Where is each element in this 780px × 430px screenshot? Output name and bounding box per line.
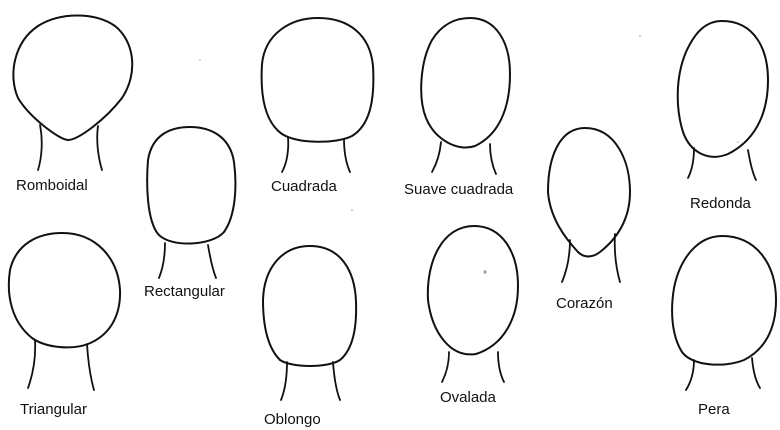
speck-dot <box>639 35 641 37</box>
speck-dot <box>483 270 487 274</box>
neck-left-oblongo <box>280 361 288 401</box>
head-outline-oblongo <box>262 245 358 367</box>
neck-right-suave-cuadrada <box>489 143 497 175</box>
label-romboidal: Romboidal <box>16 177 88 194</box>
neck-left-redonda <box>687 147 695 179</box>
label-pera: Pera <box>698 401 730 418</box>
neck-left-rectangular <box>158 242 166 279</box>
head-outline-rectangular <box>146 126 237 245</box>
head-outline-romboidal <box>12 14 134 141</box>
head-outline-cuadrada <box>260 17 375 143</box>
face-cuadrada <box>260 17 375 173</box>
face-triangular <box>7 232 122 391</box>
label-cuadrada: Cuadrada <box>271 178 337 195</box>
neck-left-romboidal <box>37 124 43 171</box>
neck-right-ovalada <box>497 351 505 383</box>
head-outline-corazon <box>547 127 631 258</box>
neck-left-suave-cuadrada <box>431 141 442 173</box>
face-corazon <box>547 127 631 283</box>
face-romboidal <box>12 14 134 171</box>
head-outline-pera <box>671 235 777 366</box>
label-suave-cuadrada: Suave cuadrada <box>404 181 514 198</box>
scan-specks <box>199 35 739 274</box>
neck-right-rectangular <box>207 244 217 279</box>
neck-right-pera <box>751 357 761 389</box>
neck-right-cuadrada <box>343 138 351 173</box>
face-suave-cuadrada <box>420 17 511 175</box>
neck-right-corazon <box>613 233 621 283</box>
neck-left-cuadrada <box>281 136 290 173</box>
label-rectangular: Rectangular <box>144 283 225 300</box>
face-redonda <box>676 20 769 181</box>
neck-left-ovalada <box>441 351 450 383</box>
head-outline-triangular <box>7 232 122 349</box>
neck-right-triangular <box>86 343 95 391</box>
face-pera <box>671 235 777 391</box>
face-oblongo <box>262 245 358 401</box>
neck-right-oblongo <box>332 361 341 401</box>
label-triangular: Triangular <box>20 401 87 418</box>
head-outline-suave-cuadrada <box>420 17 511 149</box>
label-oblongo: Oblongo <box>264 411 321 428</box>
label-redonda: Redonda <box>690 195 751 212</box>
head-outline-redonda <box>676 20 769 158</box>
label-corazon: Corazón <box>556 295 613 312</box>
speck-dot <box>199 59 201 61</box>
neck-right-romboidal <box>96 125 103 171</box>
neck-right-redonda <box>747 149 757 181</box>
speck-dot <box>737 141 739 143</box>
neck-left-corazon <box>561 239 571 283</box>
head-outline-ovalada <box>426 225 519 356</box>
neck-left-pera <box>685 359 695 391</box>
face-ovalada <box>426 225 519 383</box>
speck-dot <box>351 209 353 211</box>
label-ovalada: Ovalada <box>440 389 496 406</box>
face-rectangular <box>146 126 237 279</box>
neck-left-triangular <box>27 339 37 389</box>
